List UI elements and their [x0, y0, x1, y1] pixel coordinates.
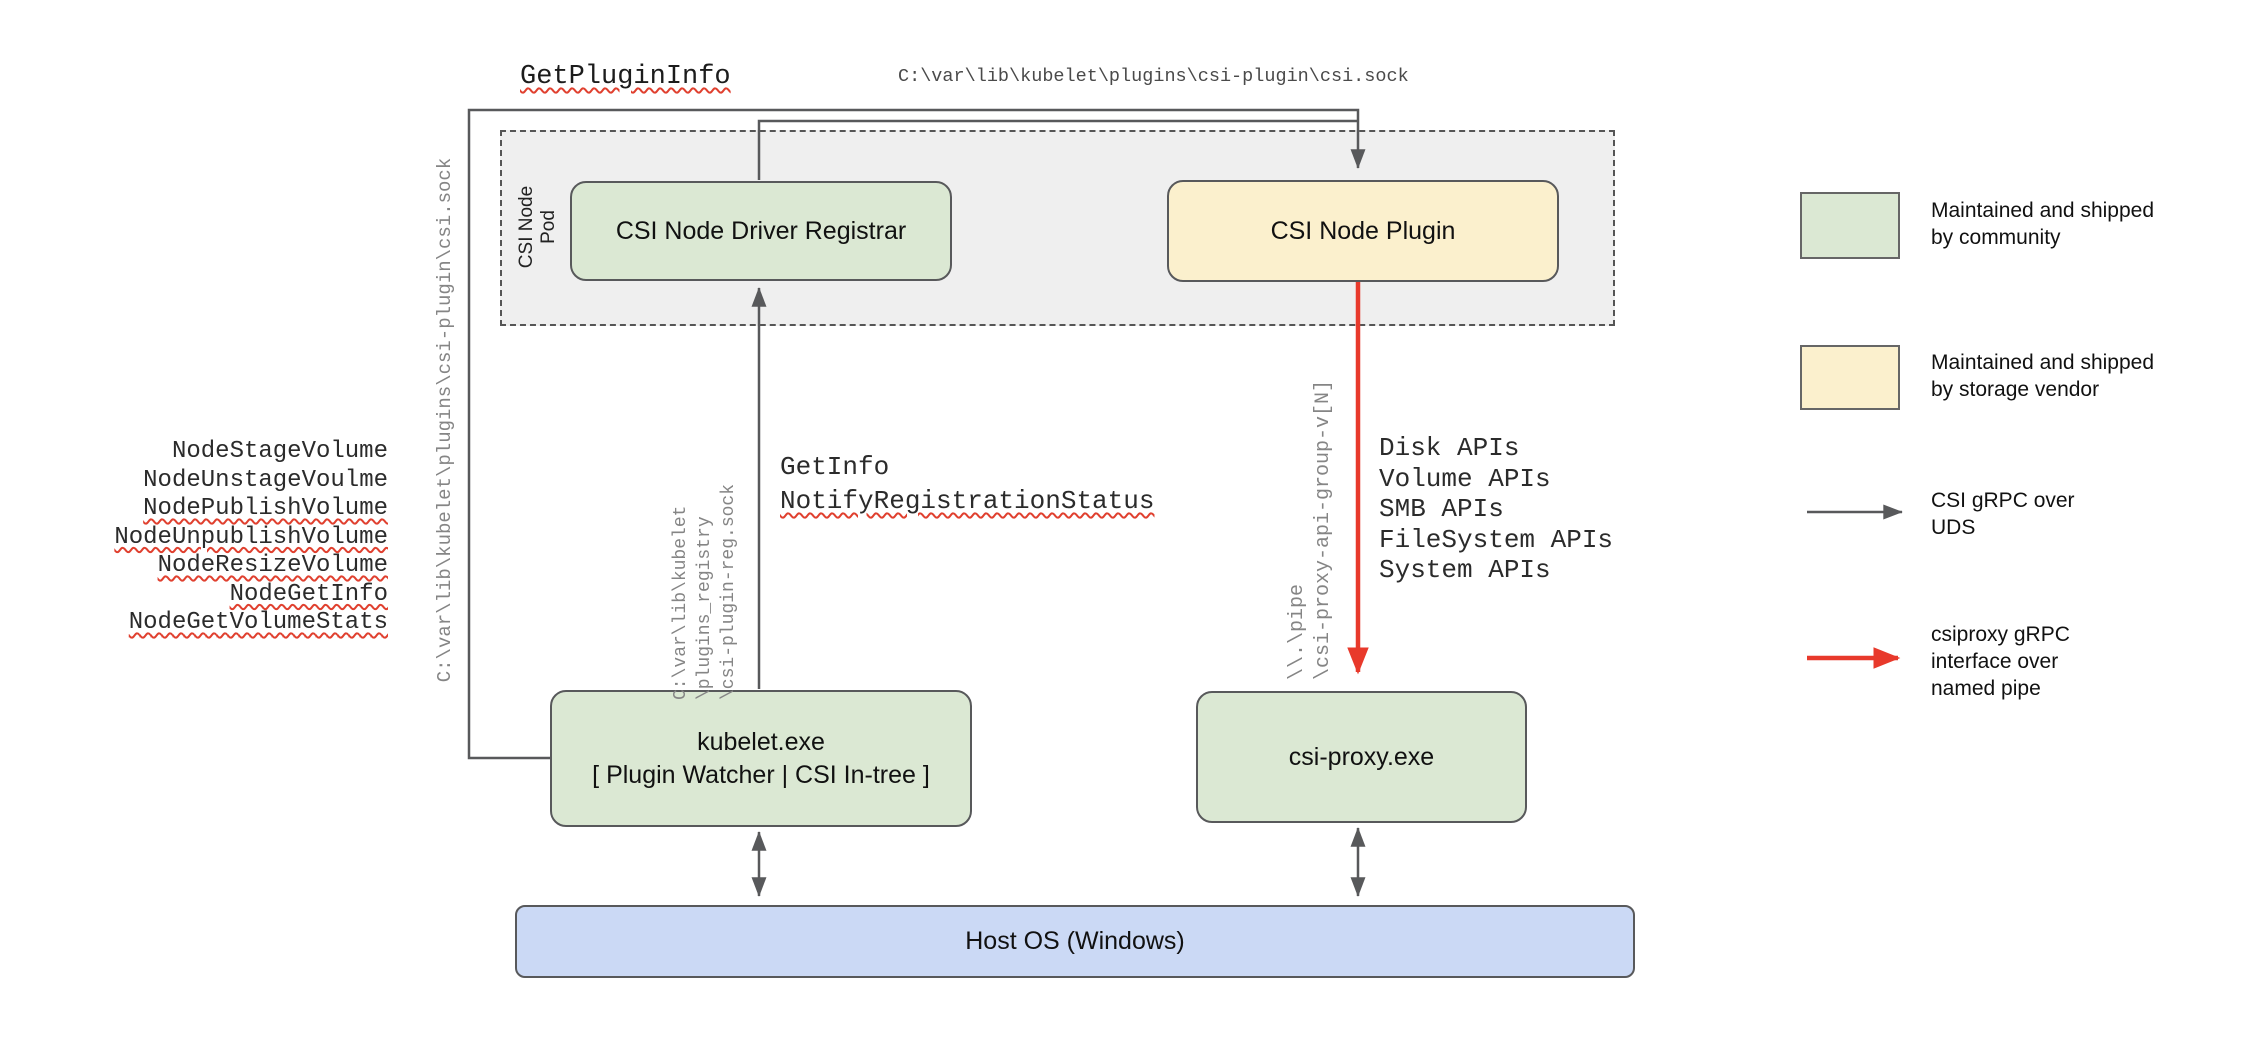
proxy-api: System APIs: [1379, 555, 1551, 585]
legend-namedpipe-label: csiproxy gRPC interface over named pipe: [1931, 623, 2070, 700]
kubelet-to-plugin-arrow: [467, 108, 1366, 760]
proxy-api: Disk APIs: [1379, 433, 1520, 463]
kubelet-label-line1: kubelet.exe: [697, 727, 825, 756]
host-os-node: Host OS (Windows): [515, 905, 1635, 978]
kubelet-node: kubelet.exe [ Plugin Watcher | CSI In-tr…: [550, 690, 972, 827]
csi-proxy-label: csi-proxy.exe: [1288, 742, 1435, 771]
registration-calls: GetInfo NotifyRegistrationStatus: [780, 450, 1154, 518]
proxy-api: SMB APIs: [1379, 494, 1504, 524]
node-call: NodeUnstageVoulme: [143, 466, 388, 494]
host-os-label: Host OS (Windows): [965, 927, 1185, 955]
node-calls-list: NodeStageVolume NodeUnstageVoulme NodePu…: [58, 438, 388, 638]
plugin-node: CSI Node Plugin: [1167, 180, 1559, 282]
legend-community-label: Maintained and shipped by community: [1931, 199, 2155, 249]
csi-sock-vertical-label: C:\var\lib\kubelet\plugins\csi-plugin\cs…: [434, 157, 456, 683]
node-call: NodeUnpublishVolume: [114, 523, 388, 551]
registrar-to-plugin-line: [757, 119, 1357, 180]
plugin-label: CSI Node Plugin: [1270, 216, 1456, 245]
node-call: NodeGetVolumeStats: [128, 609, 388, 636]
proxy-api: Volume APIs: [1379, 463, 1551, 494]
node-call: NodeStageVolume: [171, 438, 388, 465]
legend-community-swatch: [1800, 192, 1900, 259]
notify-registration-status-label: NotifyRegistrationStatus: [780, 486, 1155, 516]
pipe-vertical-label: \\.\pipe \csi-proxy-api-group-v[N]: [1286, 379, 1335, 680]
registry-sock-vertical-label: C:\var\lib\kubelet \plugins_registry \cs…: [671, 483, 739, 700]
registrar-node: CSI Node Driver Registrar: [570, 181, 952, 281]
legend-vendor-swatch: [1800, 345, 1900, 410]
legend-uds-label: CSI gRPC over UDS: [1931, 489, 2075, 539]
node-call: NodePublishVolume: [143, 495, 388, 522]
registrar-label: CSI Node Driver Registrar: [615, 216, 907, 245]
legend-vendor-label: Maintained and shipped by storage vendor: [1931, 351, 2155, 401]
get-info-label: GetInfo: [780, 452, 890, 482]
csi-proxy-node: csi-proxy.exe: [1196, 691, 1527, 823]
proxy-api-list: Disk APIs Volume APIs SMB APIs FileSyste…: [1379, 433, 1613, 586]
node-call: NodeGetInfo: [229, 580, 388, 608]
node-call: NodeResizeVolume: [157, 552, 388, 579]
proxy-api: FileSystem APIs: [1379, 524, 1614, 555]
csi-sock-path-label: C:\var\lib\kubelet\plugins\csi-plugin\cs…: [898, 66, 1409, 87]
kubelet-label-line2: [ Plugin Watcher | CSI In-tree ]: [592, 760, 930, 789]
get-plugin-info-label: GetPluginInfo: [520, 62, 731, 92]
